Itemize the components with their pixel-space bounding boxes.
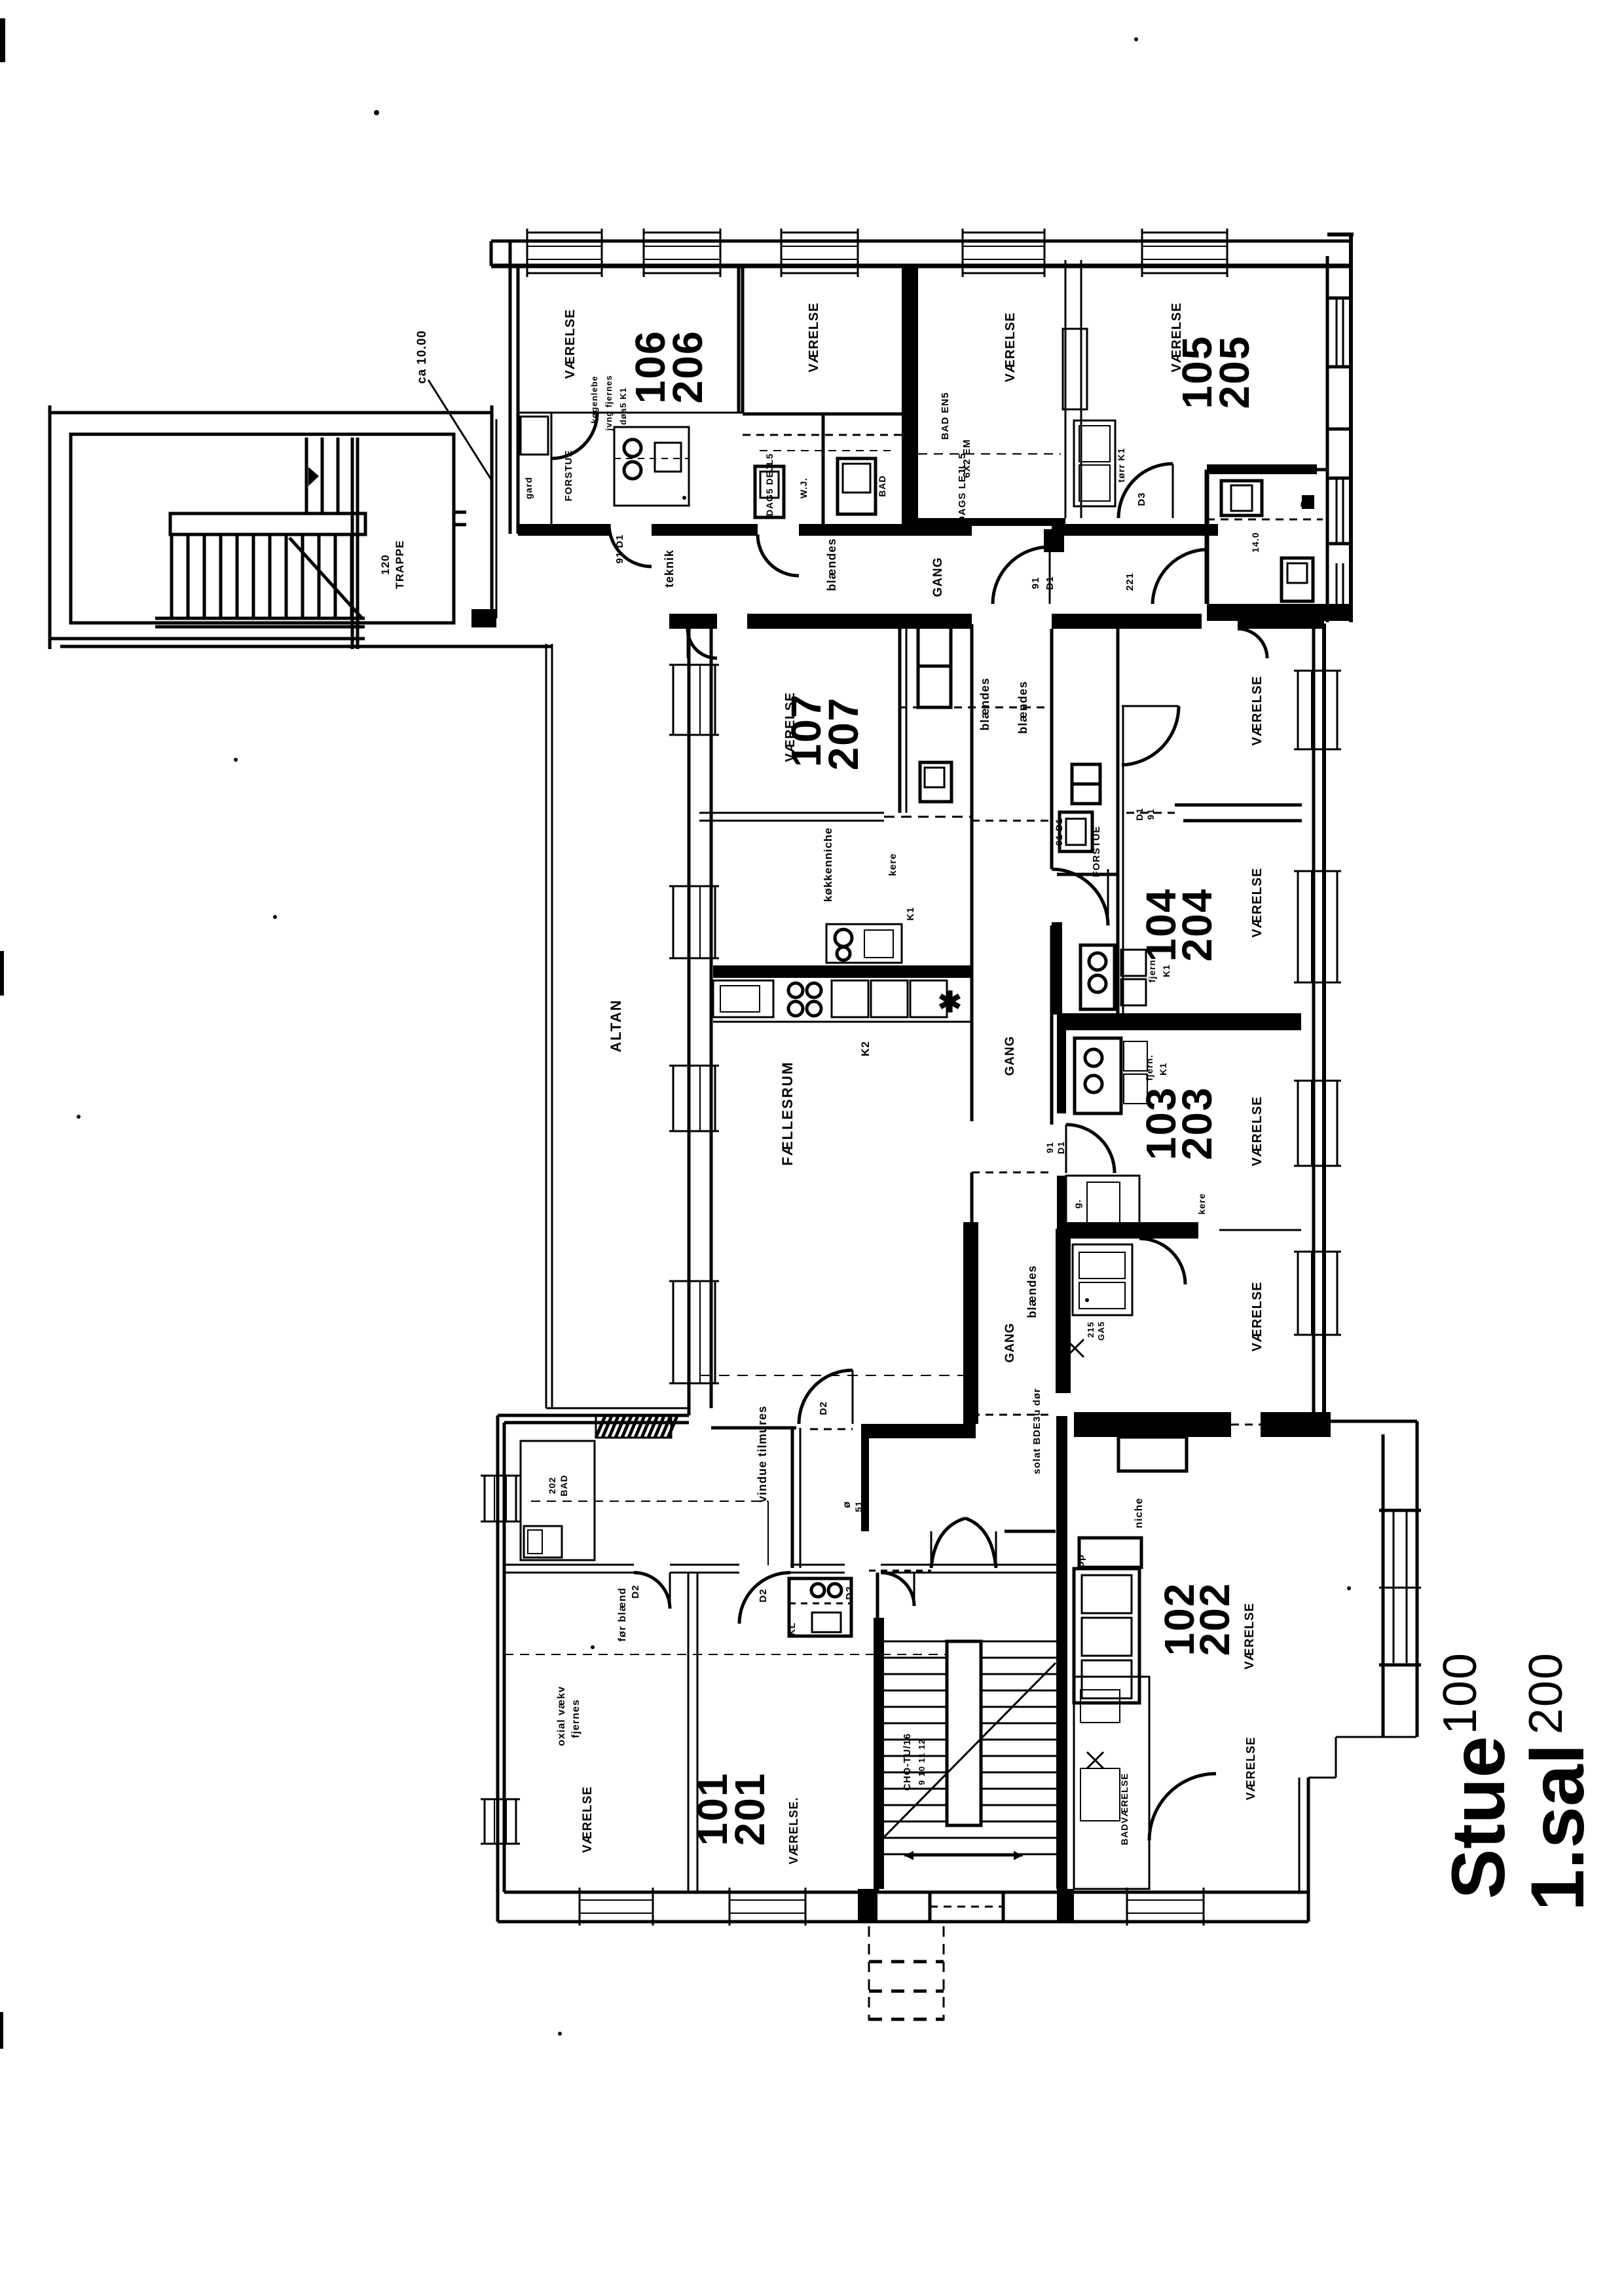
svg-text:200: 200 <box>1520 1652 1572 1734</box>
svg-text:221: 221 <box>1124 572 1135 591</box>
svg-text:g.: g. <box>1072 1199 1082 1208</box>
svg-text:203: 203 <box>1173 1087 1221 1161</box>
svg-text:K2: K2 <box>859 1041 872 1056</box>
svg-text:207: 207 <box>820 697 867 771</box>
svg-text:VÆRELSE: VÆRELSE <box>1250 867 1264 937</box>
svg-text:VÆRELSE: VÆRELSE <box>807 302 821 372</box>
svg-text:107: 107 <box>783 694 830 768</box>
svg-text:215: 215 <box>1086 1322 1096 1338</box>
svg-text:VÆRELSE.: VÆRELSE. <box>787 1797 800 1864</box>
svg-text:døa5 K1: døa5 K1 <box>618 387 628 425</box>
svg-text:VÆRELSE: VÆRELSE <box>783 692 798 762</box>
svg-text:ø: ø <box>841 1501 853 1508</box>
svg-text:D3: D3 <box>1136 492 1147 506</box>
svg-text:51: 51 <box>853 1501 864 1512</box>
svg-text:B: B <box>1299 500 1309 507</box>
svg-text:VÆRELSE: VÆRELSE <box>1243 1603 1257 1670</box>
svg-text:BAD EN5: BAD EN5 <box>940 392 951 440</box>
svg-text:201: 201 <box>726 1772 773 1846</box>
svg-text:VÆRELSE: VÆRELSE <box>1250 1281 1264 1351</box>
svg-text:205: 205 <box>1211 335 1258 409</box>
svg-text:6X2 EM: 6X2 EM <box>961 439 972 477</box>
svg-text:DAG5 DEJL5: DAG5 DEJL5 <box>764 453 775 516</box>
svg-text:GANG: GANG <box>1003 1323 1017 1363</box>
svg-text:91: 91 <box>1030 577 1041 589</box>
svg-text:VÆRELSE: VÆRELSE <box>581 1786 595 1853</box>
svg-text:BAD: BAD <box>559 1474 569 1496</box>
svg-text:91 D1: 91 D1 <box>614 534 625 563</box>
svg-text:BAD: BAD <box>877 475 887 496</box>
svg-text:D1: D1 <box>1056 1141 1066 1154</box>
svg-text:DAGS LEJL.5: DAGS LEJL.5 <box>957 453 968 523</box>
svg-text:før blænd: før blænd <box>617 1588 628 1642</box>
svg-text:102: 102 <box>1156 1582 1203 1656</box>
svg-text:niche: niche <box>1134 1498 1145 1529</box>
svg-text:vindue tilmures: vindue tilmures <box>756 1406 769 1502</box>
svg-text:kere: kere <box>1196 1193 1207 1215</box>
svg-text:91: 91 <box>1044 1142 1055 1153</box>
svg-text:jvng fjernes: jvng fjernes <box>604 375 614 432</box>
svg-text:106: 106 <box>627 330 674 404</box>
svg-text:solat BDE3u dør: solat BDE3u dør <box>1031 1388 1043 1474</box>
svg-text:1.sal: 1.sal <box>1516 1744 1600 1911</box>
svg-text:K1: K1 <box>1161 964 1172 977</box>
svg-text:køgenlebe: køgenlebe <box>589 375 599 423</box>
svg-text:204: 204 <box>1173 888 1221 962</box>
svg-text:D1: D1 <box>1044 576 1056 589</box>
svg-text:blændes: blændes <box>1025 1265 1039 1318</box>
svg-text:blændes: blændes <box>825 538 838 591</box>
svg-text:GANG: GANG <box>1003 1036 1017 1076</box>
svg-text:D2: D2 <box>630 1584 641 1598</box>
svg-text:GANG: GANG <box>931 557 945 597</box>
svg-text:105: 105 <box>1173 335 1221 409</box>
svg-text:D2: D2 <box>818 1401 829 1415</box>
svg-text:VÆRELSE: VÆRELSE <box>1003 312 1018 382</box>
svg-text:103: 103 <box>1137 1087 1185 1161</box>
svg-text:teknik: teknik <box>663 550 676 588</box>
svg-text:9 10 11 12: 9 10 11 12 <box>917 1739 927 1785</box>
svg-text:Stue: Stue <box>1437 1736 1521 1899</box>
svg-text:✱: ✱ <box>938 986 962 1018</box>
svg-text:K1: K1 <box>905 906 916 920</box>
svg-text:KL: KL <box>786 1622 797 1636</box>
svg-text:K1: K1 <box>1158 1062 1168 1075</box>
svg-text:91: 91 <box>1145 808 1156 820</box>
svg-text:TRAPPE: TRAPPE <box>394 540 406 589</box>
svg-text:VÆRELSE: VÆRELSE <box>1170 302 1184 372</box>
svg-text:ca 10.00: ca 10.00 <box>415 330 429 384</box>
svg-text:FORSTUE: FORSTUE <box>563 450 574 502</box>
svg-text:W.J.: W.J. <box>798 477 809 498</box>
svg-text:D1: D1 <box>1134 808 1145 821</box>
svg-text:gard: gard <box>523 477 534 499</box>
svg-text:kere: kere <box>887 853 898 876</box>
svg-text:ALTAN: ALTAN <box>608 999 624 1052</box>
svg-text:blændes: blændes <box>978 677 991 730</box>
svg-text:101: 101 <box>689 1772 736 1846</box>
svg-text:oxial vækv: oxial vækv <box>556 1686 567 1746</box>
svg-text:GA5: GA5 <box>1096 1321 1106 1341</box>
svg-text:VÆRELSE: VÆRELSE <box>1244 1736 1257 1800</box>
svg-text:FÆLLESRUM: FÆLLESRUM <box>779 1061 796 1166</box>
svg-text:120: 120 <box>379 554 392 574</box>
svg-text:VÆRELSE: VÆRELSE <box>563 308 578 379</box>
svg-text:100: 100 <box>1434 1652 1486 1734</box>
svg-text:VÆRELSE: VÆRELSE <box>1250 1096 1264 1166</box>
svg-text:91 D1: 91 D1 <box>1054 818 1064 846</box>
svg-text:14.0: 14.0 <box>1250 532 1261 552</box>
svg-text:køkkenniche: køkkenniche <box>822 827 834 902</box>
svg-text:206: 206 <box>664 330 711 404</box>
svg-text:202: 202 <box>1191 1582 1238 1656</box>
svg-text:104: 104 <box>1137 888 1185 962</box>
svg-text:FORSTUE: FORSTUE <box>1091 826 1102 878</box>
svg-text:VÆRELSE: VÆRELSE <box>1250 675 1264 745</box>
svg-text:fjernes: fjernes <box>570 1699 581 1738</box>
svg-text:D2: D2 <box>758 1588 769 1602</box>
svg-text:op: op <box>1075 1554 1086 1567</box>
svg-text:CHO-TU/16: CHO-TU/16 <box>902 1733 913 1791</box>
svg-text:fjern.: fjern. <box>1147 956 1157 982</box>
svg-text:tørr K1: tørr K1 <box>1116 448 1126 483</box>
svg-text:202: 202 <box>547 1477 557 1494</box>
svg-text:BADVÆRELSE: BADVÆRELSE <box>1119 1773 1130 1845</box>
svg-text:fjern.: fjern. <box>1144 1054 1154 1081</box>
